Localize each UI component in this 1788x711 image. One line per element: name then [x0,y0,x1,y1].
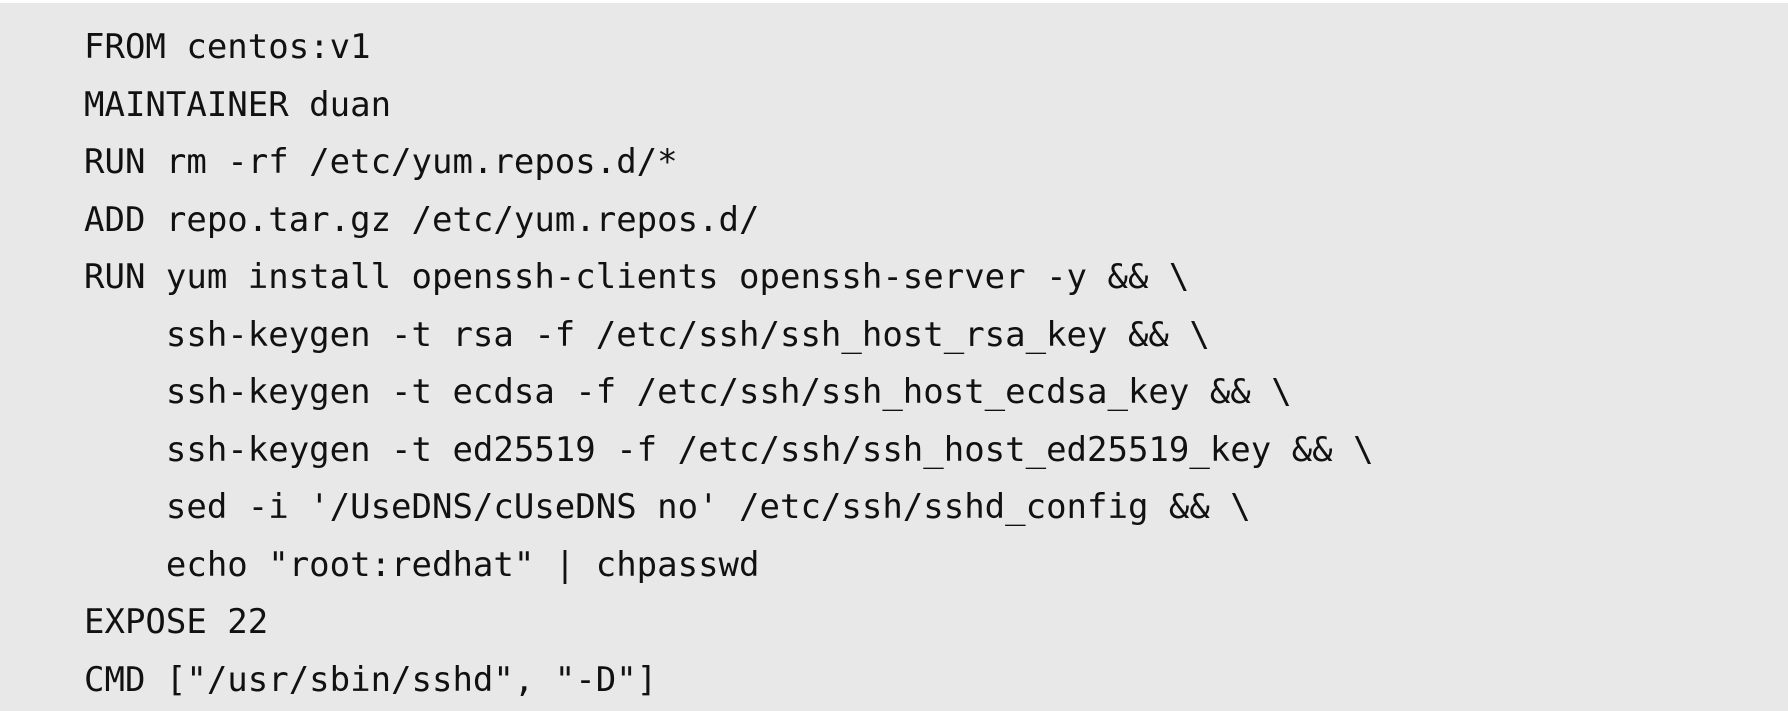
code-line-maintainer: MAINTAINER duan [84,84,392,125]
code-line-keygen-ed25519: ssh-keygen -t ed25519 -f /etc/ssh/ssh_ho… [84,429,1374,470]
code-line-cmd: CMD ["/usr/sbin/sshd", "-D"] [84,659,658,700]
code-line-sed: sed -i '/UseDNS/cUseDNS no' /etc/ssh/ssh… [84,487,1251,527]
code-line-keygen-ecdsa: ssh-keygen -t ecdsa -f /etc/ssh/ssh_host… [84,372,1292,412]
code-line-add: ADD repo.tar.gz /etc/yum.repos.d/ [84,199,760,240]
code-line-echo: echo "root:redhat" | chpasswd [84,544,760,585]
code-line-expose: EXPOSE 22 [84,602,269,642]
code-line-from: FROM centos:v1 [84,27,371,67]
dockerfile-code-block: FROM centos:v1 MAINTAINER duan RUN rm -r… [0,3,1788,711]
code-line-keygen-rsa: ssh-keygen -t rsa -f /etc/ssh/ssh_host_r… [84,314,1210,355]
code-line-run-rm: RUN rm -rf /etc/yum.repos.d/* [84,142,678,182]
code-line-run-yum: RUN yum install openssh-clients openssh-… [84,257,1190,297]
